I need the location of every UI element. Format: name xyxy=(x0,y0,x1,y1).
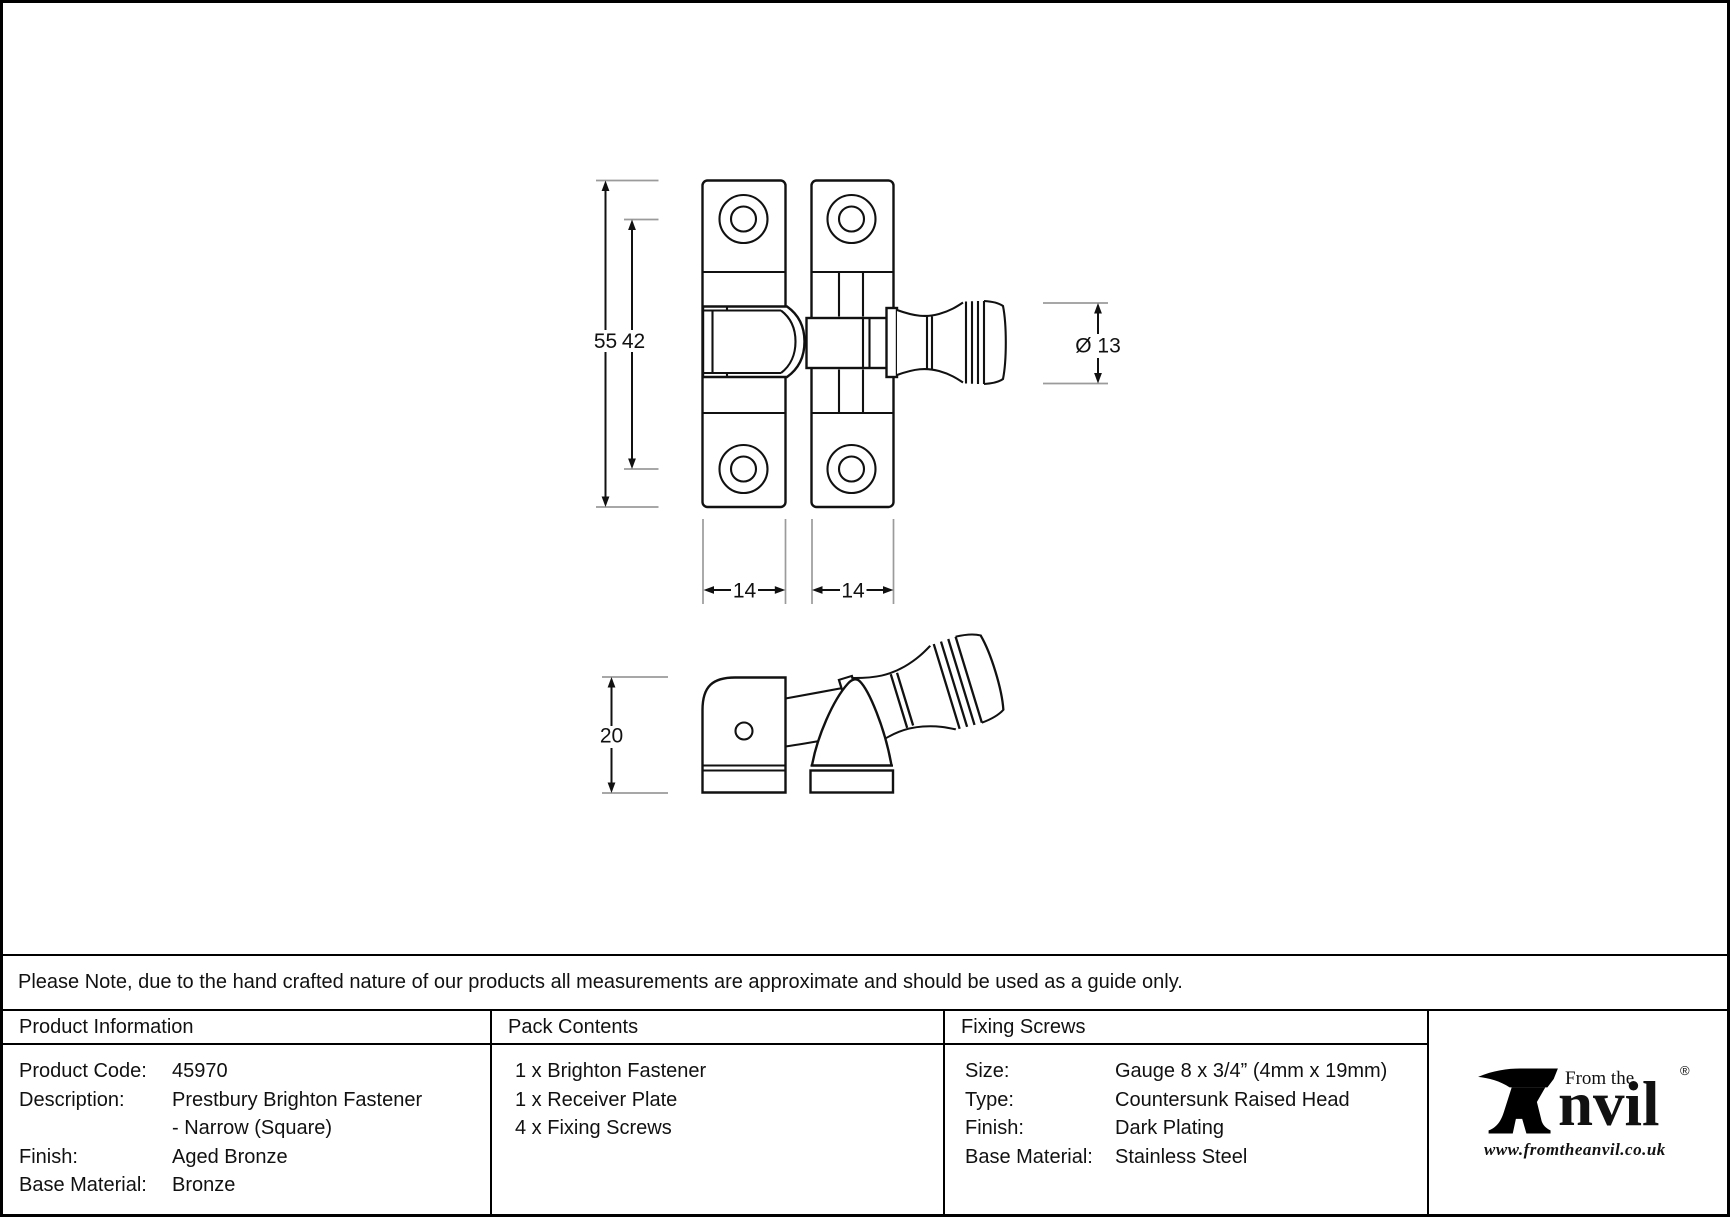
dim-left-plate-width-label: 14 xyxy=(733,580,757,603)
table-row: Base Material: Stainless Steel xyxy=(965,1145,1248,1168)
logo-tagline: From the xyxy=(1565,1068,1635,1089)
table-row: Finish: Dark Plating xyxy=(965,1117,1224,1139)
receiver-side xyxy=(809,678,895,794)
registered-trademark-icon: ® xyxy=(1680,1063,1690,1078)
latch-bar xyxy=(805,316,889,370)
dim-receiver-height-label: 20 xyxy=(600,725,623,748)
table-row: Base Material: Bronze xyxy=(19,1174,236,1196)
dimension-annotations: 55 42 Ø 13 14 14 20 xyxy=(594,179,1121,794)
fastener-side-body xyxy=(701,676,787,794)
product-information-cell: Product Code: 45970 Description: Prestbu… xyxy=(3,1045,492,1214)
table-row: Description: Prestbury Brighton Fastener xyxy=(19,1088,423,1111)
logo-wordmark: nvil xyxy=(1558,1069,1660,1139)
screw-holes xyxy=(718,193,877,495)
pack-contents-header: Pack Contents xyxy=(492,1011,945,1045)
table-row: Product Code: 45970 xyxy=(19,1060,228,1082)
fixing-screws-header: Fixing Screws xyxy=(945,1011,1429,1045)
list-item: 4 x Fixing Screws xyxy=(515,1117,672,1139)
technical-drawing: 55 42 Ø 13 14 14 20 xyxy=(594,179,1121,794)
dim-right-plate-width-label: 14 xyxy=(841,580,865,603)
latch-block xyxy=(701,305,806,379)
anvil-icon xyxy=(1478,1068,1558,1134)
list-item: 1 x Receiver Plate xyxy=(515,1088,678,1111)
product-information-header: Product Information xyxy=(3,1011,492,1045)
side-view xyxy=(701,633,1005,794)
table-row: Size: Gauge 8 x 3/4” (4mm x 19mm) xyxy=(965,1060,1388,1082)
list-item: 1 x Brighton Fastener xyxy=(515,1060,707,1082)
brand-logo: From the nvil ® www.fromtheanvil.co.uk xyxy=(1429,1011,1727,1214)
table-row: Type: Countersunk Raised Head xyxy=(965,1088,1350,1111)
front-view xyxy=(701,179,1007,509)
pack-contents-cell: 1 x Brighton Fastener 1 x Receiver Plate… xyxy=(492,1045,945,1214)
measurement-note: Please Note, due to the hand crafted nat… xyxy=(3,954,1727,1009)
spec-table: Product Information Pack Contents Fixing… xyxy=(3,1009,1727,1214)
table-row: Finish: Aged Bronze xyxy=(19,1145,288,1168)
fixing-screws-cell: Size: Gauge 8 x 3/4” (4mm x 19mm) Type: … xyxy=(945,1045,1429,1214)
table-row: - Narrow (Square) xyxy=(172,1117,333,1139)
knob-front xyxy=(885,299,1007,386)
dim-hole-centres-label: 42 xyxy=(622,330,645,353)
measurement-note-text: Please Note, due to the hand crafted nat… xyxy=(18,971,1183,993)
dim-overall-height-label: 55 xyxy=(594,330,617,353)
dim-knob-diameter-label: Ø 13 xyxy=(1075,335,1121,358)
logo-website: www.fromtheanvil.co.uk xyxy=(1484,1140,1666,1159)
